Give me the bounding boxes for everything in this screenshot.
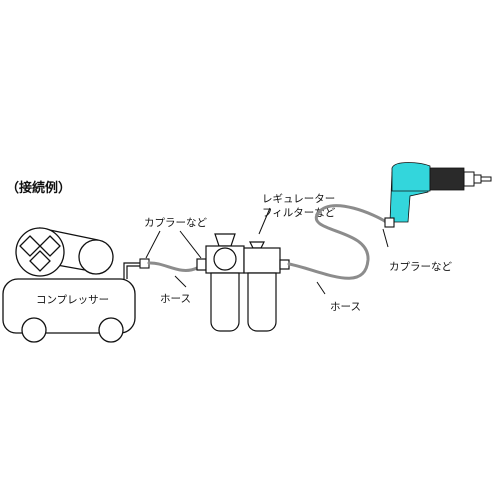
hose-right-label: ホース	[330, 301, 361, 313]
air-tool-body	[391, 162, 431, 192]
hose-right-pointer	[316, 281, 326, 295]
filter-bowl-left	[210, 272, 240, 332]
coupler-left-pointer-1	[145, 230, 161, 259]
coupler-right-label: カプラーなど	[389, 261, 452, 273]
regulator-label-line1: レギュレーター	[262, 193, 335, 205]
regulator-filter-unit	[196, 233, 290, 332]
hose-left	[147, 261, 199, 272]
hose-left-pointer	[174, 275, 187, 288]
hose-left-label: ホース	[160, 293, 191, 305]
compressor-outlet-pipe	[123, 262, 140, 279]
diagram-title: （接続例）	[6, 180, 71, 196]
regulator-pointer	[258, 207, 271, 235]
air-tool-nose	[429, 167, 465, 191]
compressor-wheel-left	[21, 317, 47, 343]
coupler-left-label: カプラーなど	[144, 217, 207, 229]
compressor-wheel-right	[98, 317, 124, 343]
hose-right	[287, 204, 388, 280]
filter-bowl-right	[247, 272, 277, 332]
compressor-motor	[78, 239, 114, 275]
coupler-left-pointer-2	[179, 230, 202, 259]
compressor	[2, 227, 136, 343]
coupler-right	[384, 217, 395, 228]
compressor-label: コンプレッサー	[36, 294, 109, 306]
coupler-right-pointer	[382, 228, 389, 248]
air-tool	[389, 162, 492, 223]
